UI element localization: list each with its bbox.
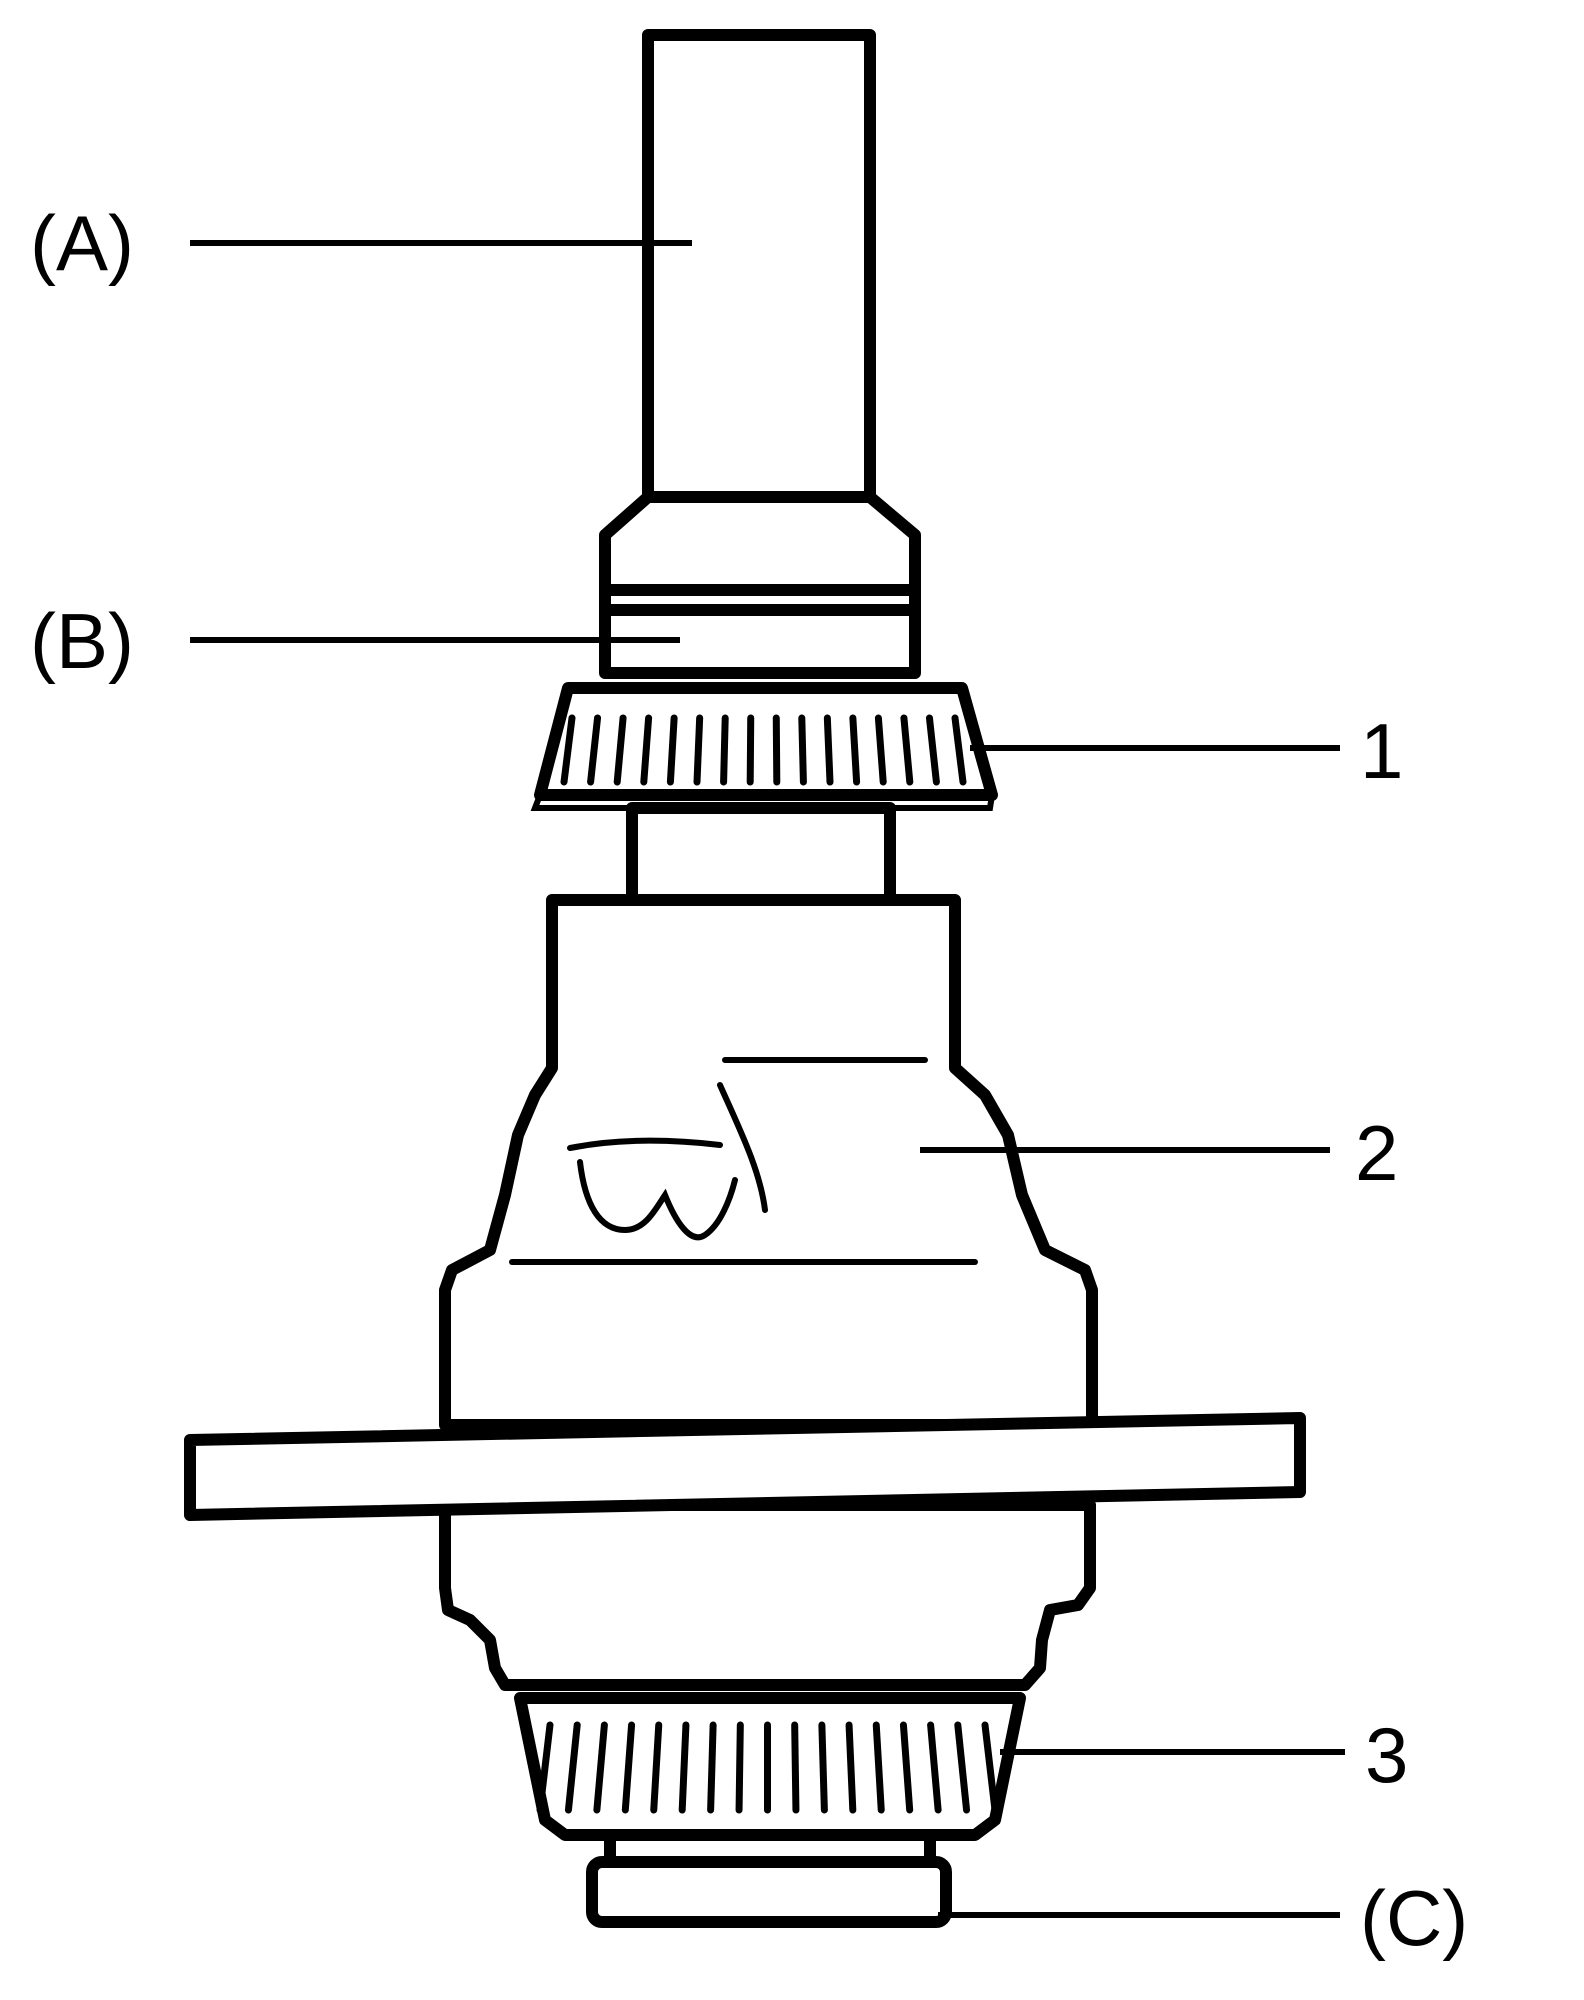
bearing-roller-line	[927, 1721, 942, 1814]
bearing-roller-line	[872, 1721, 885, 1814]
bearing-roller-line	[951, 714, 967, 786]
bearing-roller-line	[536, 1721, 554, 1814]
label-2: 2	[1355, 1109, 1398, 1197]
bearing-roller-line	[746, 714, 755, 786]
bearing-roller-line	[587, 714, 602, 786]
bearing-roller-line	[925, 714, 940, 786]
bearing-roller-line	[845, 1721, 857, 1814]
bearing-roller-line	[954, 1721, 971, 1814]
housing-lower	[439, 1499, 1096, 1691]
bearing-roller-line	[818, 1721, 828, 1814]
shaft-collar	[599, 584, 921, 679]
bearing-roller-line	[791, 1721, 800, 1814]
bearing-roller-line	[772, 714, 781, 786]
label-c: (C)	[1360, 1874, 1468, 1962]
bearing-roller-line	[735, 1721, 744, 1814]
bearing-roller-line	[650, 1721, 663, 1814]
bearing-roller-line	[823, 714, 834, 786]
shaft-neck	[626, 802, 896, 906]
bearing-roller-line	[899, 1721, 914, 1814]
label-1: 1	[1360, 707, 1403, 795]
bearing-roller-line	[798, 714, 807, 786]
housing-2	[439, 894, 1098, 1431]
bearing-roller-line	[849, 714, 861, 786]
bearing-roller-line	[666, 714, 678, 786]
bearing-roller-line	[900, 714, 914, 786]
shaft-end-c	[586, 1829, 952, 1928]
flange-plate	[184, 1412, 1306, 1521]
label-b: (B)	[30, 597, 134, 685]
bearing-roller-line	[720, 714, 729, 786]
bearing-roller-line	[678, 1721, 690, 1814]
bearing-roller-line	[707, 1721, 717, 1814]
bearing-1	[530, 682, 998, 811]
bearing-roller-line	[640, 714, 653, 786]
bearing-roller-line	[613, 714, 627, 786]
bearing-roller-line	[560, 714, 576, 786]
bearing-roller-line	[874, 714, 887, 786]
bearing-3	[514, 1692, 1026, 1841]
bearing-roller-line	[981, 1721, 999, 1814]
bearing-roller-line	[621, 1721, 636, 1814]
label-3: 3	[1365, 1711, 1408, 1799]
bearing-roller-line	[564, 1721, 581, 1814]
bearing-roller-line	[693, 714, 704, 786]
label-a: (A)	[30, 199, 134, 287]
shaft-upper	[599, 29, 921, 596]
bearing-roller-line	[593, 1721, 608, 1814]
